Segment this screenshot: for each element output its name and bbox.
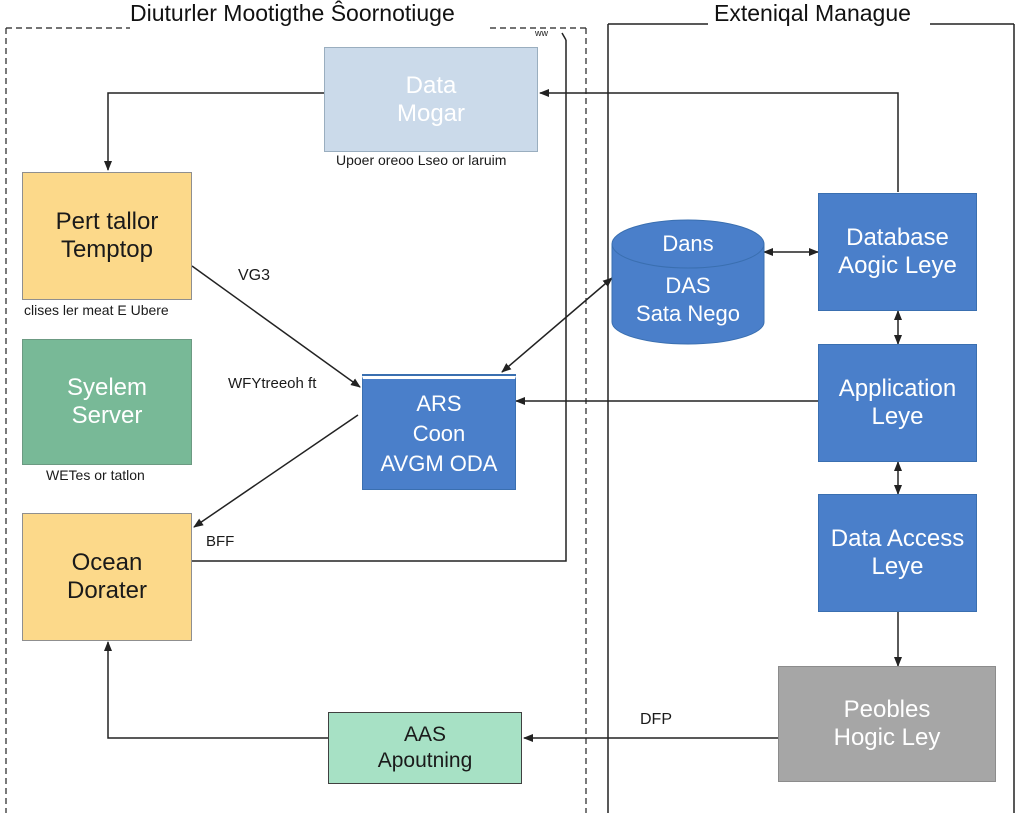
data-mogar-box[interactable]: Data Mogar (324, 47, 538, 152)
edge-datamogar-pert (104, 92, 324, 171)
data-mogar-caption: Upoer oreoo Lseo or laruim (336, 152, 507, 168)
ocean-dorater-box[interactable]: Ocean Dorater (22, 513, 192, 641)
pert-tallor-caption: clises ler meat E Ubere (24, 302, 169, 318)
edge-dblogic-datamogar (539, 89, 899, 192)
data-access-box[interactable]: Data Access Leye (818, 494, 977, 612)
syelem-server-box[interactable]: Syelem Server (22, 339, 192, 465)
edge-label-vg3: VG3 (238, 267, 271, 284)
database-logic-box[interactable]: Database Aogic Leye (818, 193, 977, 311)
edge-ars-ocean (193, 414, 359, 528)
left-panel-title: Diuturler Mootigthe Ŝoornotiuge (130, 0, 455, 26)
top-marker-label: ww (535, 28, 548, 38)
edge-ars-dansdb (501, 277, 613, 373)
right-panel-title: Exteniqal Manague (714, 0, 911, 26)
aas-apoutning-box[interactable]: AAS Apoutning (328, 712, 522, 784)
left-region-border (5, 27, 587, 813)
ars-coon-box[interactable]: ARS Coon AVGM ODA (362, 376, 516, 490)
edge-label-dfp: DFP (640, 711, 672, 728)
edge-ocean-up (192, 40, 567, 562)
edge-label-wfy: WFYtreeoh ft (228, 375, 317, 392)
dans-database-cylinder (611, 219, 765, 345)
edge-label-bff: BFF (206, 533, 235, 550)
right-region-border (607, 23, 1015, 813)
dans-db-top-label: Dans (662, 231, 714, 256)
peobles-logic-box[interactable]: Peobles Hogic Ley (778, 666, 996, 782)
dans-db-label: DAS Sata Nego (636, 273, 740, 326)
edge-aas-ocean (104, 641, 328, 739)
pert-tallor-box[interactable]: Pert tallor Temptop (22, 172, 192, 300)
syelem-server-caption: WETes or tatlon (46, 467, 145, 483)
application-layer-box[interactable]: Application Leye (818, 344, 977, 462)
edge-pert-ars (191, 265, 361, 388)
